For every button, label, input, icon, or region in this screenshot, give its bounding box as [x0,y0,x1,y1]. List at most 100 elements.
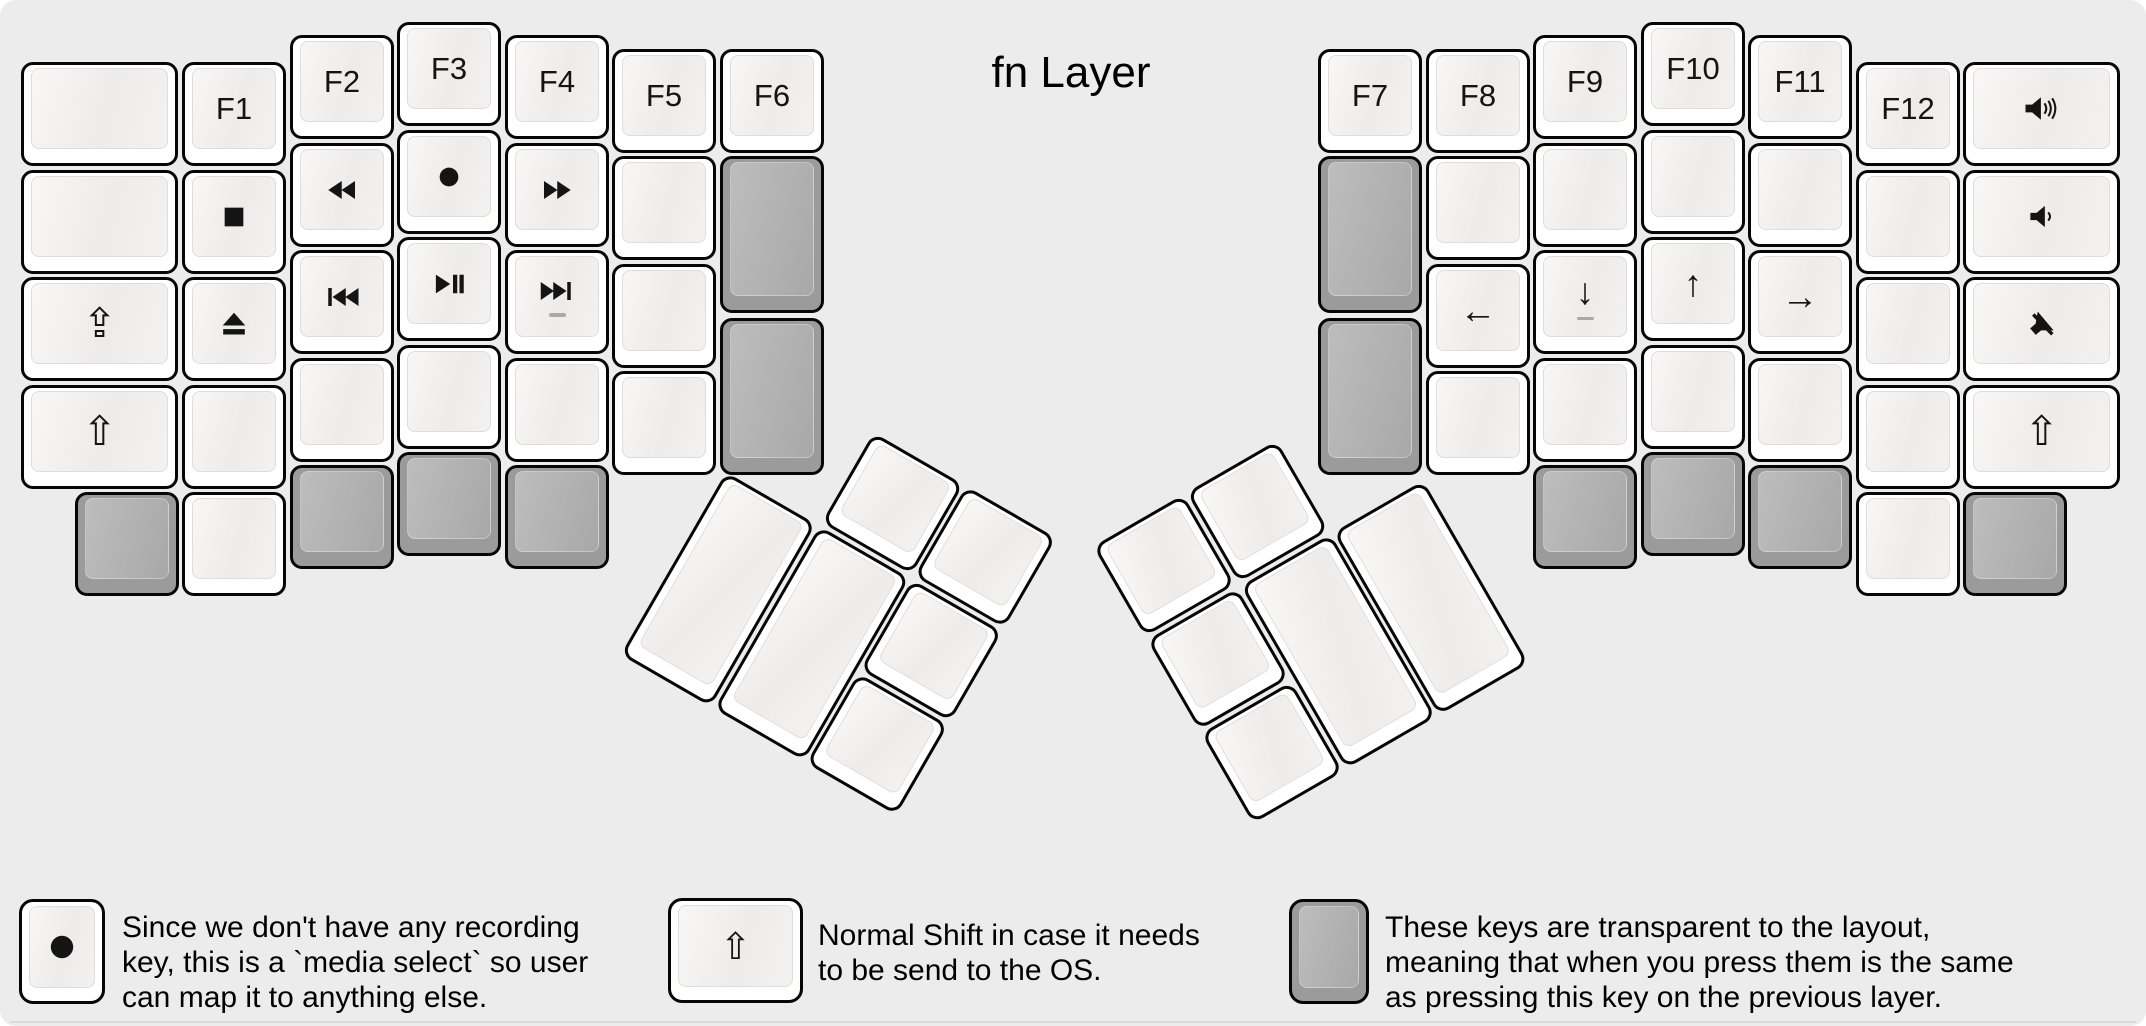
key-f11: F11 [1748,35,1852,139]
homing-bar [548,313,566,317]
key-volume-up [1963,62,2120,166]
homing-bar [1576,316,1594,321]
key-blank [1426,156,1530,260]
key-shift-right: ⇧ [1963,385,2120,489]
key-transparent [505,465,609,569]
key-shift-left-label: ⇧ [82,408,117,454]
key-blank [612,371,716,475]
key-blank [1748,358,1852,462]
key-blank [182,492,286,596]
key-record [397,130,501,234]
key-f4: F4 [505,35,609,139]
legend-text-record: Since we don't have any recording key, t… [122,910,588,1015]
key-f4-label: F4 [538,63,576,99]
key-transparent [720,318,824,475]
key-shift-left: ⇧ [21,385,178,489]
stop-icon [215,198,253,236]
key-left-arrow-label: ← [1459,290,1497,331]
key-rewind [290,143,394,247]
volume-down-icon [2025,201,2059,232]
key-blank [505,358,609,462]
key-stop [182,170,286,274]
key-transparent [1748,465,1852,569]
key-blank [1748,143,1852,247]
key-f8-label: F8 [1459,77,1497,113]
key-f7-label: F7 [1351,77,1389,113]
eject-icon [216,306,252,342]
legend-line: These keys are transparent to the layout… [1385,911,1931,944]
key-transparent [720,156,824,313]
key-transparent [1963,492,2067,596]
key-caps-lock: ⇪ [21,277,178,381]
key-blank [21,62,178,166]
legend-line: Since we don't have any recording [122,911,580,944]
key-play-pause [397,237,501,341]
legend-line: to be send to the OS. [818,954,1102,987]
key-right-arrow: → [1748,250,1852,354]
key-shift-right-label: ⇧ [2024,408,2059,454]
key-blank [21,170,178,274]
key-transparent [1318,156,1422,313]
key-f11-label: F11 [1774,63,1826,99]
key-down-arrow-label: ↓ [1575,270,1595,312]
key-next-track [505,250,609,354]
key-eject [182,277,286,381]
key-transparent [75,492,179,596]
key-caps-lock-label: ⇪ [82,300,117,346]
key-blank [1426,371,1530,475]
shift-key-icon: ⇧ [668,898,803,1003]
key-blank [1533,143,1637,247]
key-transparent [1641,452,1745,556]
transparent-key-icon [1289,899,1369,1004]
key-blank [612,156,716,260]
legend-line: key, this is a `media select` so user [122,946,589,979]
key-f6: F6 [720,49,824,153]
record-icon [46,931,78,963]
key-transparent [397,452,501,556]
key-f5: F5 [612,49,716,153]
key-f12: F12 [1856,62,1960,166]
key-blank [397,345,501,449]
record-key-icon [19,899,105,1004]
legend-text-shift: Normal Shift in case it needs to be send… [818,918,1200,988]
key-fast-forward [505,143,609,247]
key-f10: F10 [1641,22,1745,126]
key-transparent [1318,318,1422,475]
key-blank [1641,345,1745,449]
legend-line: Normal Shift in case it needs [818,919,1200,952]
mute-icon [2023,305,2061,343]
key-transparent [290,465,394,569]
key-up-arrow: ↑ [1641,237,1745,341]
key-blank [290,358,394,462]
legend-line: can map it to anything else. [122,981,488,1014]
key-f2: F2 [290,35,394,139]
key-right-arrow-label: → [1781,276,1819,317]
key-blank [182,385,286,489]
key-prev-track [290,250,394,354]
key-f9: F9 [1533,35,1637,139]
key-blank [1641,130,1745,234]
next-track-icon [538,276,576,306]
legend-text-transparent: These keys are transparent to the layout… [1385,910,2014,1015]
key-up-arrow-label: ↑ [1683,263,1703,304]
key-f3: F3 [397,22,501,126]
key-mute [1963,277,2120,381]
rewind-icon [324,175,360,205]
key-f2-label: F2 [323,63,361,99]
key-f3-label: F3 [430,50,468,86]
key-volume-down [1963,170,2120,274]
key-down-arrow: ↓ [1533,250,1637,354]
record-icon [433,161,465,193]
key-f9-label: F9 [1566,63,1604,99]
prev-track-icon [323,282,361,312]
key-f1-label: F1 [215,90,253,126]
key-f12-label: F12 [1881,90,1935,126]
key-f6-label: F6 [753,77,791,113]
fast-forward-icon [539,175,575,205]
key-blank [1856,277,1960,381]
key-blank [1856,492,1960,596]
play-pause-icon [431,269,467,299]
key-blank [1533,358,1637,462]
volume-up-icon [2021,92,2063,125]
